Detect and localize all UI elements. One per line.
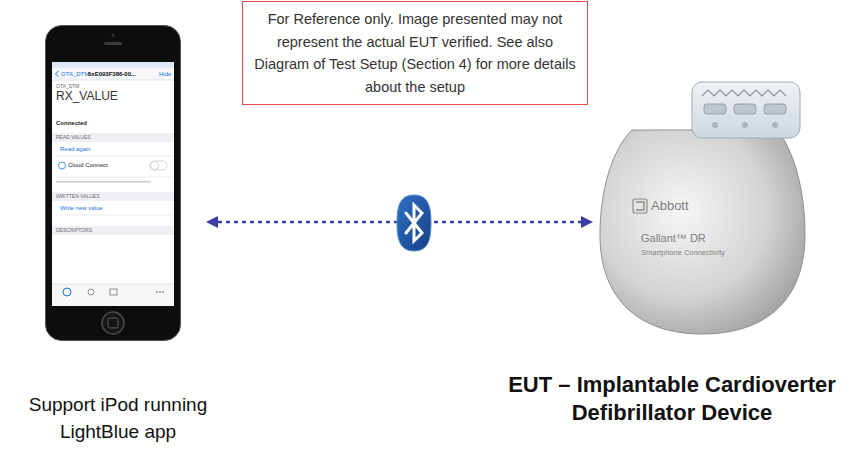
tab-icon <box>88 289 94 295</box>
bluetooth-badge <box>397 195 431 251</box>
screen-text: OTA_DTM <box>61 71 89 78</box>
header-screw <box>742 122 748 128</box>
screen-text: DESCRIPTORS <box>56 228 92 234</box>
row-line <box>56 215 174 216</box>
tab-icon <box>159 291 161 293</box>
screen-text: 0xE093F386-00... <box>88 71 136 78</box>
header-coil <box>702 90 786 96</box>
header-screw <box>772 122 778 128</box>
tab-icon <box>63 288 71 296</box>
nav-bar <box>52 68 174 80</box>
row-line <box>56 156 174 157</box>
toggle-knob <box>151 162 159 170</box>
ipod-screen <box>52 62 174 306</box>
screen-text: Connected <box>56 120 87 127</box>
header-port <box>764 104 786 114</box>
device-caption: EUT – Implantable Cardioverter Defibrill… <box>487 371 857 427</box>
tab-line <box>52 284 174 285</box>
nav-line <box>52 80 174 81</box>
home-square <box>108 318 118 328</box>
header-screw <box>712 122 718 128</box>
bluetooth-rune <box>406 205 422 241</box>
screen-text: Hide <box>159 71 171 78</box>
home-button <box>102 312 124 334</box>
device-caption: Support iPod running LightBlue app <box>6 391 231 445</box>
toggle-track <box>150 161 167 170</box>
row-line <box>56 177 174 178</box>
arrow-head <box>581 216 593 228</box>
arrow-head <box>206 216 218 228</box>
icd-device: AbbottGallant™ DR Smartphone Connectivity… <box>597 78 807 336</box>
screen-text: WRITTEN VALUES <box>56 194 100 200</box>
ipod-camera <box>111 33 114 36</box>
header-port <box>734 104 756 114</box>
abbott-logo-mark <box>636 202 644 210</box>
brand-text: Abbott <box>651 199 689 214</box>
back-chevron <box>56 71 59 77</box>
screen-text: Write new value <box>60 205 103 212</box>
section-band <box>52 226 174 235</box>
section-band <box>52 192 174 201</box>
screen-text: Cloud Connect <box>68 162 108 169</box>
value-line <box>56 181 151 183</box>
tab-icon <box>162 291 164 293</box>
bluetooth-icon <box>396 194 432 252</box>
tab-icon <box>156 291 158 293</box>
screen-text: RX_VALUE <box>56 90 118 104</box>
status-bar <box>52 62 174 68</box>
tab-bar <box>52 284 174 306</box>
screen-text: Read again <box>60 146 91 153</box>
screen-text: READ VALUES <box>56 135 91 141</box>
ipod-body <box>46 26 181 341</box>
screen-text: OTA_DTM <box>56 84 80 90</box>
tab-icon <box>110 289 117 295</box>
abbott-logo <box>633 199 647 213</box>
header-port <box>704 104 726 114</box>
section-band <box>52 133 174 142</box>
info-icon <box>59 162 66 169</box>
model-text: Gallant™ DR <box>641 232 706 245</box>
model-subtext: Smartphone Connectivity <box>641 249 725 258</box>
icd-header <box>692 82 800 138</box>
ipod-speaker <box>104 42 122 45</box>
icd-illustration <box>597 78 807 336</box>
note-text: For Reference only. Image presented may … <box>251 8 579 98</box>
note-box: For Reference only. Image presented may … <box>242 1 588 105</box>
icd-can <box>600 130 805 334</box>
ipod-device: OTA_DTM0xE093F386-00...HideOTA_DTMRX_VAL… <box>45 25 181 341</box>
